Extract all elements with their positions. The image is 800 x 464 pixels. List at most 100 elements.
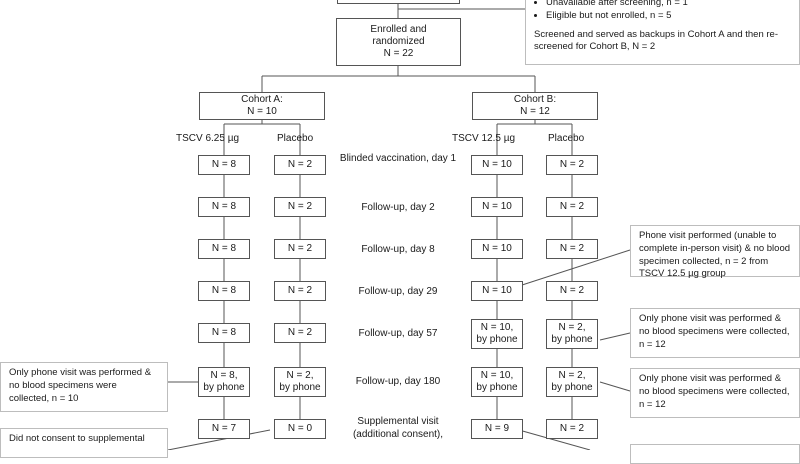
cohort-b-placebo-count-5: N = 2,by phone <box>546 319 598 349</box>
connector-note-day29-b <box>518 249 631 287</box>
cohort-a-placebo-arm-label: Placebo <box>277 133 314 144</box>
cohort-a-placebo-count-1: N = 2 <box>274 155 326 175</box>
cohort-b-box: Cohort B: N = 12 <box>472 92 598 120</box>
column-links <box>223 175 573 419</box>
cohort-a-n: N = 10 <box>247 106 277 117</box>
cohort-b-placebo-count-4: N = 2 <box>546 281 598 301</box>
count-value: N = 8 <box>211 201 237 212</box>
timepoint-label-2: Follow-up, day 2 <box>361 202 435 213</box>
cohort-a-active-count-3: N = 8 <box>198 239 250 259</box>
cohort-b-placebo-arm-label: Placebo <box>548 133 585 144</box>
cohort-b-active-arm-label: TSCV 12.5 µg <box>452 133 516 144</box>
count-value: N = 0 <box>287 423 313 434</box>
note-phone-day57-cohort-b: Only phone visit was performed & no bloo… <box>630 308 800 358</box>
count-value: N = 8 <box>211 327 237 338</box>
cohort-b-placebo-count-2: N = 2 <box>546 197 598 217</box>
count-value: N = 2 <box>287 159 313 170</box>
count-value: N = 10 <box>482 285 512 296</box>
cohort-b-label: Cohort B: <box>513 94 557 105</box>
screening-exclusions-note: Unavailable after screening, n = 1 Eligi… <box>525 0 800 65</box>
count-by-phone: by phone <box>476 334 518 345</box>
timepoint-label-5: Follow-up, day 57 <box>358 328 438 339</box>
note-phone-day180-cohort-b: Only phone visit was performed & no bloo… <box>630 368 800 418</box>
count-value: N = 2 <box>287 201 313 212</box>
note-phone-day29-cohort-b: Phone visit performed (unable to complet… <box>630 225 800 279</box>
cohort-a-placebo-count-5: N = 2 <box>274 323 326 343</box>
cohort-a-active-count-5: N = 8 <box>198 323 250 343</box>
connector-note-day57-b <box>599 332 631 341</box>
count-value: N = 2 <box>559 285 585 296</box>
exclusion-unavailable: Unavailable after screening, n = 1 <box>546 0 791 10</box>
enrolled-n: N = 22 <box>383 48 414 59</box>
cohort-a-active-count-4: N = 8 <box>198 281 250 301</box>
connector-note-no-consent-a <box>167 429 271 450</box>
cohort-b-active-count-7: N = 9 <box>471 419 523 439</box>
cohort-b-active-count-1: N = 10 <box>471 155 523 175</box>
screening-box <box>337 0 460 4</box>
cohort-a-active-count-7: N = 7 <box>198 419 250 439</box>
cohort-b-active-count-2: N = 10 <box>471 197 523 217</box>
count-value: N = 8 <box>211 159 237 170</box>
cohort-b-active-count-6: N = 10,by phone <box>471 367 523 397</box>
count-value: N = 9 <box>484 423 510 434</box>
cohort-b-active-count-5: N = 10,by phone <box>471 319 523 349</box>
count-value: N = 2 <box>559 159 585 170</box>
count-by-phone: by phone <box>279 382 321 393</box>
cohort-a-placebo-count-2: N = 2 <box>274 197 326 217</box>
cohort-a-box: Cohort A: N = 10 <box>199 92 325 120</box>
cohort-b-placebo-count-7: N = 2 <box>546 419 598 439</box>
count-by-phone: by phone <box>476 382 518 393</box>
connector-note-supp-b <box>518 429 591 450</box>
timepoint-label-7: Supplemental visit (additional consent), <box>352 416 444 440</box>
count-value: N = 2 <box>287 327 313 338</box>
cohort-a-placebo-count-4: N = 2 <box>274 281 326 301</box>
count-value: N = 2 <box>287 243 313 254</box>
enrolled-label: Enrolled and randomized <box>370 24 427 47</box>
flow-connectors <box>167 0 631 450</box>
count-by-phone: by phone <box>203 382 245 393</box>
count-value: N = 2 <box>287 285 313 296</box>
cohort-b-placebo-count-6: N = 2,by phone <box>546 367 598 397</box>
cohort-a-active-count-6: N = 8,by phone <box>198 367 250 397</box>
cohort-a-placebo-count-6: N = 2,by phone <box>274 367 326 397</box>
exclusion-backup-note: Screened and served as backups in Cohort… <box>534 28 778 53</box>
count-value: N = 10 <box>482 159 512 170</box>
count-value: N = 10, <box>480 322 514 333</box>
count-value: N = 10, <box>480 370 514 381</box>
cohort-b-placebo-count-1: N = 2 <box>546 155 598 175</box>
exclusion-not-enrolled: Eligible but not enrolled, n = 5 <box>546 10 791 23</box>
count-value: N = 8 <box>211 243 237 254</box>
count-value: N = 8, <box>210 370 238 381</box>
timepoint-label-4: Follow-up, day 29 <box>358 286 438 297</box>
cohort-a-active-count-2: N = 8 <box>198 197 250 217</box>
cohort-b-placebo-count-3: N = 2 <box>546 239 598 259</box>
note-supplemental-cohort-b <box>630 444 800 464</box>
cohort-a-active-count-1: N = 8 <box>198 155 250 175</box>
count-value: N = 2 <box>559 243 585 254</box>
timepoint-label-3: Follow-up, day 8 <box>361 244 435 255</box>
screening-exclusions-list: Unavailable after screening, n = 1 Eligi… <box>534 0 791 23</box>
count-value: N = 10 <box>482 243 512 254</box>
note-phone-day180-cohort-a: Only phone visit was performed & no bloo… <box>0 362 168 412</box>
enrolled-box: Enrolled and randomized N = 22 <box>336 18 461 66</box>
count-by-phone: by phone <box>551 382 593 393</box>
cohort-b-active-count-4: N = 10 <box>471 281 523 301</box>
cohort-b-n: N = 12 <box>520 106 550 117</box>
count-by-phone: by phone <box>551 334 593 345</box>
count-value: N = 2 <box>559 201 585 212</box>
timepoint-label-6: Follow-up, day 180 <box>355 376 441 387</box>
count-value: N = 2 <box>559 423 585 434</box>
connector-note-day180-b <box>599 381 631 392</box>
count-value: N = 10 <box>482 201 512 212</box>
count-value: N = 2, <box>286 370 314 381</box>
cohort-a-active-arm-label: TSCV 6.25 µg <box>176 133 240 144</box>
cohort-a-label: Cohort A: <box>241 94 283 105</box>
cohort-a-placebo-count-7: N = 0 <box>274 419 326 439</box>
count-value: N = 2, <box>558 370 586 381</box>
note-no-consent-cohort-a: Did not consent to supplemental <box>0 428 168 458</box>
count-value: N = 2, <box>558 322 586 333</box>
cohort-b-active-count-3: N = 10 <box>471 239 523 259</box>
timepoint-label-1: Blinded vaccination, day 1 <box>339 153 457 164</box>
count-value: N = 7 <box>211 423 237 434</box>
count-value: N = 8 <box>211 285 237 296</box>
